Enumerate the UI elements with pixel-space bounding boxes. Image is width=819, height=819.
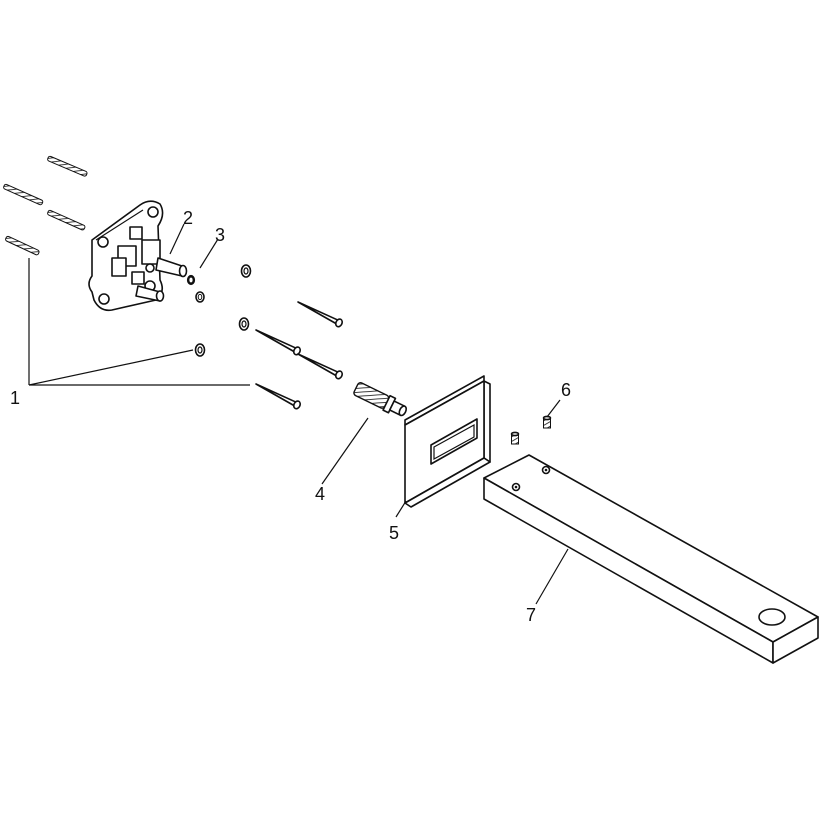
threaded-rods (3, 155, 88, 256)
callout-3: 3 (215, 225, 225, 245)
threaded-rod (47, 155, 88, 177)
spout (483, 454, 819, 664)
washers (194, 264, 252, 357)
threaded-rod (47, 209, 86, 231)
threaded-rod (3, 183, 44, 206)
set-screw (510, 431, 520, 445)
screw (255, 383, 302, 410)
screw (297, 353, 344, 380)
leader-lines (28, 223, 569, 605)
callout-4: 4 (315, 484, 325, 504)
callout-7: 7 (526, 605, 536, 625)
callout-6: 6 (561, 380, 571, 400)
mounting-plate (88, 200, 188, 312)
callout-1: 1 (10, 388, 20, 408)
threaded-rod (5, 235, 40, 256)
threaded-adapter (353, 382, 408, 417)
callout-labels: 1 2 3 4 5 6 7 (10, 208, 571, 625)
set-screw (542, 415, 552, 429)
set-screws (510, 415, 552, 445)
o-rings (186, 274, 205, 303)
screws (255, 301, 344, 410)
screw (297, 301, 344, 328)
callout-5: 5 (389, 523, 399, 543)
screw (255, 329, 302, 356)
cover-plate (404, 375, 491, 508)
callout-2: 2 (183, 208, 193, 228)
